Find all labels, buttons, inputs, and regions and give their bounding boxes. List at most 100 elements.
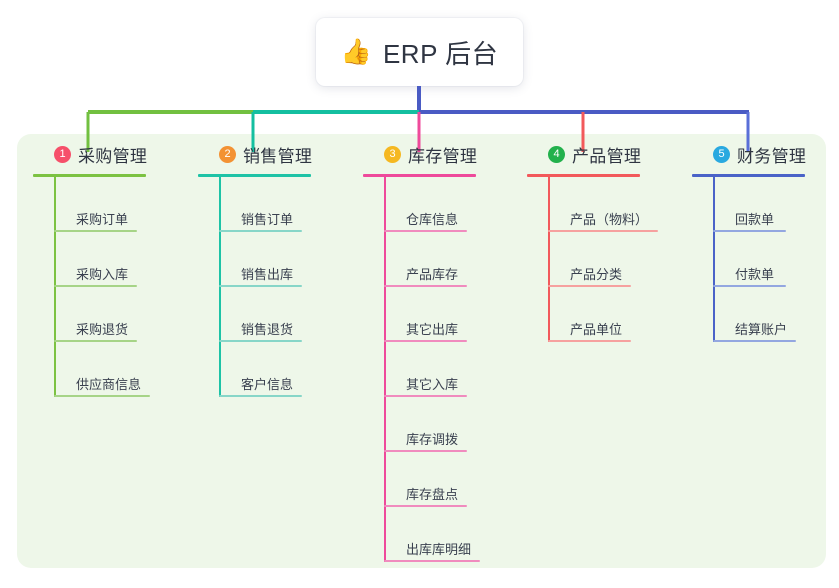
branch-header-sales[interactable]: 2 销售管理 bbox=[198, 142, 348, 166]
branch-item-label: 采购订单 bbox=[76, 212, 129, 227]
branch-item-label: 其它出库 bbox=[406, 322, 459, 337]
branch-item-label: 产品库存 bbox=[406, 267, 459, 282]
branch-item-rule bbox=[54, 395, 150, 397]
branch-item[interactable]: 产品单位 bbox=[548, 287, 692, 342]
branch-spine bbox=[713, 177, 715, 342]
branch-header-rule bbox=[198, 174, 311, 177]
branch-items-inventory: 仓库信息产品库存其它出库其它入库库存调拨库存盘点出库库明细 bbox=[384, 177, 513, 562]
branch-item-label: 仓库信息 bbox=[406, 212, 459, 227]
branch-item[interactable]: 产品（物料） bbox=[548, 177, 692, 232]
branch-item[interactable]: 采购退货 bbox=[54, 287, 183, 342]
thumbs-up-icon: 👍 bbox=[340, 36, 372, 66]
branch-items-finance: 回款单付款单结算账户 bbox=[713, 177, 839, 342]
branch-item-rule bbox=[219, 395, 302, 397]
branch-number-badge: 5 bbox=[713, 145, 730, 163]
branch-items-product: 产品（物料） 产品分类产品单位 bbox=[548, 177, 692, 342]
branch-item-label: 出库库明细 bbox=[406, 542, 472, 557]
branch-item-rule bbox=[219, 230, 302, 232]
branch-spine bbox=[548, 177, 550, 342]
branch-item-rule bbox=[548, 285, 631, 287]
branch-item[interactable]: 销售订单 bbox=[219, 177, 348, 232]
branch-item[interactable]: 客户信息 bbox=[219, 342, 348, 397]
branch-item[interactable]: 回款单 bbox=[713, 177, 839, 232]
branch-item-rule bbox=[219, 340, 302, 342]
branch-number-badge: 2 bbox=[219, 145, 236, 163]
branch-item-rule bbox=[54, 340, 137, 342]
branch-item[interactable]: 其它出库 bbox=[384, 287, 513, 342]
root-node-erp-backend[interactable]: 👍 ERP 后台 bbox=[316, 18, 523, 86]
branch-item[interactable]: 库存调拨 bbox=[384, 397, 513, 452]
branch-item-rule bbox=[384, 505, 467, 507]
branch-item[interactable]: 销售出库 bbox=[219, 232, 348, 287]
branch-item[interactable]: 采购订单 bbox=[54, 177, 183, 232]
branch-number-badge: 4 bbox=[548, 145, 565, 163]
branch-number-badge: 1 bbox=[54, 145, 71, 163]
branch-title: 采购管理 bbox=[78, 146, 148, 166]
branches-panel bbox=[17, 134, 826, 568]
branch-header-finance[interactable]: 5 财务管理 bbox=[692, 142, 839, 166]
branch-item[interactable]: 结算账户 bbox=[713, 287, 839, 342]
branch-item-rule bbox=[713, 340, 796, 342]
branch-column-product: 4 产品管理产品（物料） 产品分类产品单位 bbox=[527, 142, 692, 342]
branch-header-rule bbox=[692, 174, 805, 177]
branch-item-label: 回款单 bbox=[735, 212, 775, 227]
branch-item[interactable]: 供应商信息 bbox=[54, 342, 183, 397]
branch-title: 财务管理 bbox=[737, 146, 807, 166]
branch-title: 销售管理 bbox=[243, 146, 313, 166]
branch-item-label: 付款单 bbox=[735, 267, 775, 282]
branch-item-rule bbox=[713, 285, 786, 287]
branch-item-rule bbox=[548, 340, 631, 342]
branch-item-label: 产品（物料） bbox=[570, 212, 649, 227]
branch-spine bbox=[219, 177, 221, 397]
branch-item[interactable]: 采购入库 bbox=[54, 232, 183, 287]
branch-item-rule bbox=[384, 395, 467, 397]
branch-item[interactable]: 库存盘点 bbox=[384, 452, 513, 507]
branch-item-rule bbox=[54, 230, 137, 232]
root-node-title: ERP 后台 bbox=[382, 38, 499, 69]
branch-header-purchasing[interactable]: 1 采购管理 bbox=[33, 142, 183, 166]
branch-item[interactable]: 销售退货 bbox=[219, 287, 348, 342]
branch-item[interactable]: 其它入库 bbox=[384, 342, 513, 397]
branch-item-label: 销售退货 bbox=[241, 322, 294, 337]
branch-item-rule bbox=[219, 285, 302, 287]
branch-item-label: 采购入库 bbox=[76, 267, 129, 282]
branch-item-label: 库存盘点 bbox=[406, 487, 459, 502]
branch-item-label: 销售订单 bbox=[241, 212, 294, 227]
branch-items-sales: 销售订单销售出库销售退货客户信息 bbox=[219, 177, 348, 397]
branch-item-label: 产品分类 bbox=[570, 267, 623, 282]
branch-column-sales: 2 销售管理销售订单销售出库销售退货客户信息 bbox=[198, 142, 348, 397]
branch-item[interactable]: 付款单 bbox=[713, 232, 839, 287]
branch-header-rule bbox=[363, 174, 476, 177]
branch-item-rule bbox=[384, 285, 467, 287]
branch-spine bbox=[384, 177, 386, 562]
branch-header-rule bbox=[33, 174, 146, 177]
branch-item[interactable]: 仓库信息 bbox=[384, 177, 513, 232]
branch-item-label: 采购退货 bbox=[76, 322, 129, 337]
branch-item-rule bbox=[384, 230, 467, 232]
branch-title: 库存管理 bbox=[408, 146, 478, 166]
branch-item-label: 客户信息 bbox=[241, 377, 294, 392]
branch-column-finance: 5 财务管理回款单付款单结算账户 bbox=[692, 142, 839, 342]
branch-item-label: 销售出库 bbox=[241, 267, 294, 282]
branch-item[interactable]: 产品分类 bbox=[548, 232, 692, 287]
branch-item-label: 库存调拨 bbox=[406, 432, 459, 447]
branch-item-label: 其它入库 bbox=[406, 377, 459, 392]
branch-item-label: 结算账户 bbox=[735, 322, 788, 337]
branch-title: 产品管理 bbox=[572, 146, 642, 166]
branch-item-rule bbox=[384, 340, 467, 342]
branch-item-rule bbox=[384, 560, 480, 562]
branch-item[interactable]: 产品库存 bbox=[384, 232, 513, 287]
branch-item-label: 供应商信息 bbox=[76, 377, 142, 392]
branch-item-label: 产品单位 bbox=[570, 322, 623, 337]
branch-spine bbox=[54, 177, 56, 397]
branch-item-rule bbox=[713, 230, 786, 232]
branch-header-product[interactable]: 4 产品管理 bbox=[527, 142, 692, 166]
branch-item-rule bbox=[384, 450, 467, 452]
branch-item[interactable]: 出库库明细 bbox=[384, 507, 513, 562]
branch-column-purchasing: 1 采购管理采购订单采购入库采购退货供应商信息 bbox=[33, 142, 183, 397]
branch-header-rule bbox=[527, 174, 640, 177]
branch-item-rule bbox=[54, 285, 137, 287]
